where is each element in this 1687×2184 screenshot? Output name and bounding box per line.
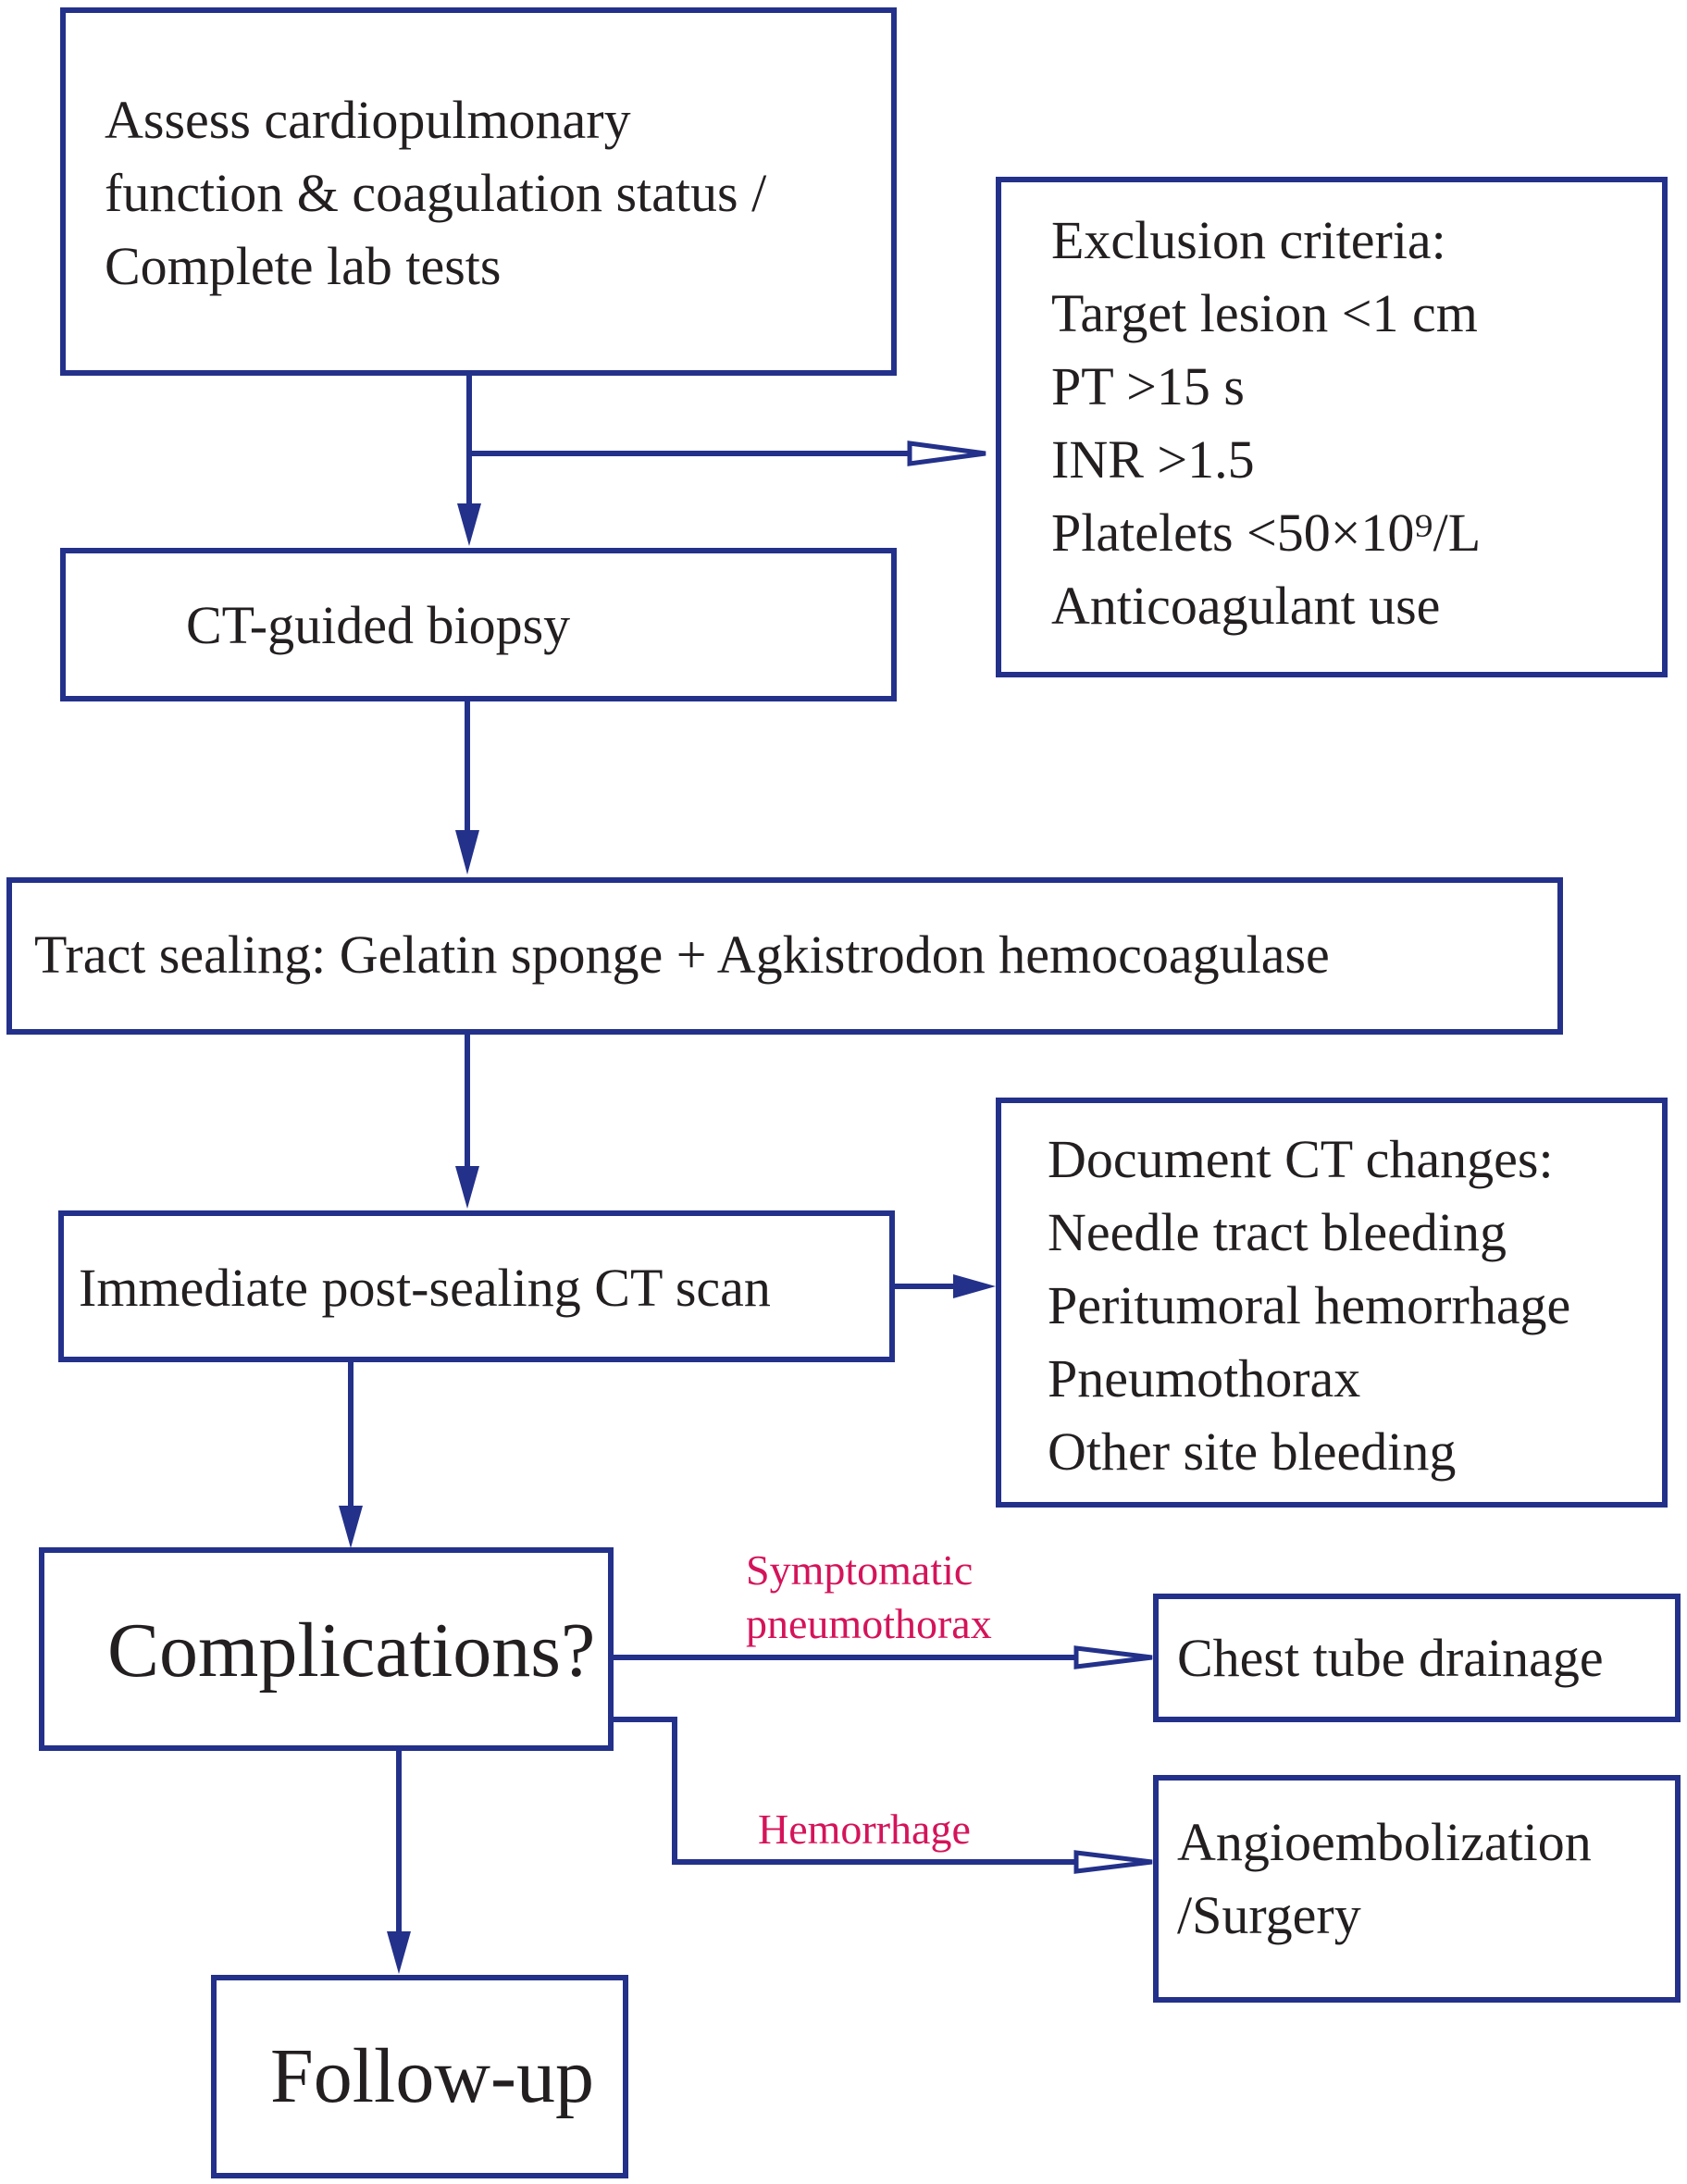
node-follow-up: Follow-up (211, 1975, 628, 2178)
node-angioembolization-surgery: Angioembolization /Surgery (1153, 1775, 1681, 2003)
exclusion-item-lesion: Target lesion <1 cm (1051, 283, 1478, 343)
node-post-sealing-ct-scan: Immediate post-sealing CT scan (58, 1210, 895, 1362)
node-assess-line-1: Assess cardiopulmonary (105, 90, 631, 150)
document-item-other-site: Other site bleeding (1048, 1421, 1457, 1482)
arrowhead-assess-to-biopsy (457, 503, 481, 546)
node-complications: Complications? (39, 1547, 614, 1751)
node-biopsy-label: CT-guided biopsy (186, 595, 571, 655)
node-complications-label: Complications? (107, 1607, 596, 1694)
arrowhead-complications-to-followup (387, 1931, 411, 1974)
document-item-needle-tract: Needle tract bleeding (1048, 1202, 1507, 1262)
exclusion-item-platelets: Platelets <50×10⁹/L (1051, 503, 1482, 563)
document-item-pneumothorax: Pneumothorax (1048, 1348, 1361, 1408)
node-assess-line-3: Complete lab tests (105, 236, 502, 296)
exclusion-item-inr: INR >1.5 (1051, 429, 1255, 490)
node-angio-line-1: Angioembolization (1177, 1812, 1592, 1872)
node-document-ct-changes: Document CT changes: Needle tract bleedi… (996, 1098, 1668, 1508)
exclusion-item-anticoagulant: Anticoagulant use (1051, 576, 1441, 636)
document-heading: Document CT changes: (1048, 1129, 1554, 1189)
node-sealing-label: Tract sealing: Gelatin sponge + Agkistro… (34, 924, 1330, 985)
arrowhead-complications-to-chesttube (1073, 1645, 1153, 1669)
node-followup-label: Follow-up (270, 2033, 595, 2119)
edge-label-pneumo-line-1: Symptomatic (746, 1546, 974, 1594)
node-chesttube-label: Chest tube drainage (1177, 1628, 1604, 1688)
node-assess: Assess cardiopulmonary function & coagul… (60, 7, 897, 376)
edge-label-symptomatic-pneumothorax: Symptomatic pneumothorax (746, 1544, 992, 1651)
node-chest-tube-drainage: Chest tube drainage (1153, 1594, 1681, 1722)
arrowhead-to-exclusion (907, 441, 986, 466)
exclusion-heading: Exclusion criteria: (1051, 210, 1446, 270)
node-exclusion-criteria: Exclusion criteria: Target lesion <1 cm … (996, 177, 1668, 677)
arrowhead-postscan-to-document (953, 1274, 996, 1298)
arrowhead-complications-to-angio (1073, 1850, 1153, 1874)
node-tract-sealing: Tract sealing: Gelatin sponge + Agkistro… (6, 877, 1563, 1035)
edge-label-hemorrhage: Hemorrhage (758, 1803, 971, 1856)
node-assess-line-2: function & coagulation status / (105, 163, 767, 223)
exclusion-item-pt: PT >15 s (1051, 356, 1245, 416)
edge-complications-to-angio (612, 1717, 1078, 1865)
node-angio-line-2: /Surgery (1177, 1885, 1361, 1945)
arrowhead-sealing-to-postscan (455, 1166, 479, 1209)
document-item-peritumoral: Peritumoral hemorrhage (1048, 1275, 1571, 1335)
arrowhead-postscan-to-complications (339, 1506, 363, 1548)
arrowhead-biopsy-to-sealing (455, 830, 479, 875)
edge-label-hemorrhage-text: Hemorrhage (758, 1806, 971, 1853)
edge-label-pneumo-line-2: pneumothorax (746, 1600, 992, 1647)
node-postscan-label: Immediate post-sealing CT scan (79, 1258, 771, 1318)
node-ct-guided-biopsy: CT-guided biopsy (60, 548, 897, 701)
